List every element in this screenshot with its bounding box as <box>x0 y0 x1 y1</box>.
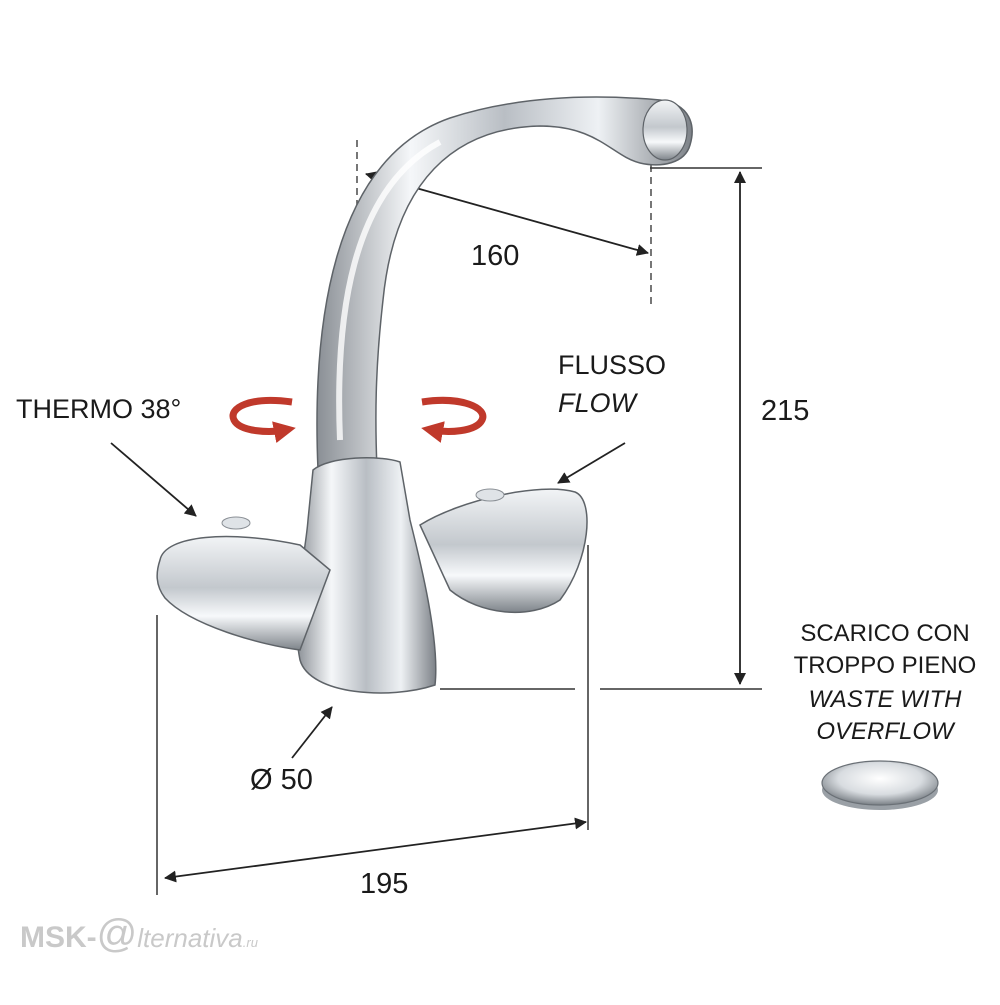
flow-pointer-arrow <box>557 442 626 484</box>
reach-dimension-label: 160 <box>471 240 520 272</box>
flow-label-it: FLUSSO <box>558 350 667 380</box>
drain-plug <box>821 760 939 806</box>
watermark-prefix: MSK- <box>20 921 97 954</box>
height-dimension-label: 215 <box>761 395 810 427</box>
left-handle-cap <box>221 516 251 530</box>
diameter-label: Ø 50 <box>250 764 313 796</box>
width-dimension-arrow <box>164 817 587 883</box>
waste-label-it-1: SCARICO CON <box>800 620 970 647</box>
thermo-rotation-arrow <box>229 396 296 443</box>
waste-label-en-1: WASTE WITH <box>808 686 962 713</box>
thermo-pointer-arrow <box>110 442 197 517</box>
spout-highlight <box>336 139 442 441</box>
spout-body <box>316 96 693 471</box>
right-handle-flow <box>419 488 588 614</box>
rotation-arrows <box>229 396 487 443</box>
diameter-pointer-arrow <box>291 706 333 759</box>
flow-label-en: FLOW <box>558 388 636 418</box>
faucet-spout <box>316 96 693 471</box>
watermark-suffix: lternativa <box>137 923 243 953</box>
watermark-at-icon: @ <box>96 912 138 956</box>
watermark: MSK-@lternativa.ru <box>20 912 258 957</box>
extension-lines <box>156 167 762 895</box>
watermark-tld: .ru <box>242 935 258 950</box>
right-handle-cap <box>475 488 505 502</box>
flow-rotation-arrow <box>421 396 487 443</box>
waste-label-it-2: TROPPO PIENO <box>793 652 977 679</box>
thermo-label: THERMO 38° <box>16 394 182 424</box>
left-handle-thermo <box>156 535 331 651</box>
width-dimension-label: 195 <box>360 868 409 900</box>
waste-drain <box>821 760 939 810</box>
spout-tip <box>642 99 688 161</box>
construction-lines <box>356 140 652 470</box>
faucet-body <box>156 457 588 694</box>
waste-label-en-2: OVERFLOW <box>816 718 954 745</box>
